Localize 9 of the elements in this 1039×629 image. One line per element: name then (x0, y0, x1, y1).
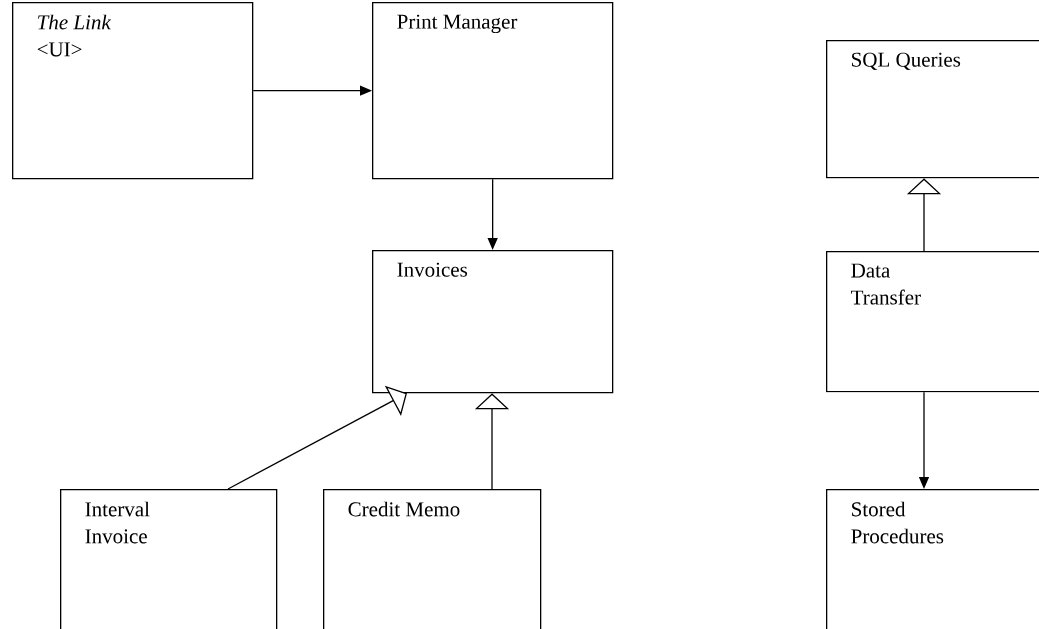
class-box: Print Manager (372, 2, 614, 180)
class-box: Data Transfer (826, 251, 1039, 393)
arrow (227, 385, 407, 490)
class-box: The Link <UI> (12, 2, 254, 180)
class-box: Interval Invoice (60, 489, 278, 629)
class-box: Credit Memo (323, 489, 542, 629)
class-box: Invoices (372, 250, 614, 394)
class-box: Stored Procedures (826, 489, 1039, 629)
class-box: SQL Queries (826, 40, 1039, 179)
